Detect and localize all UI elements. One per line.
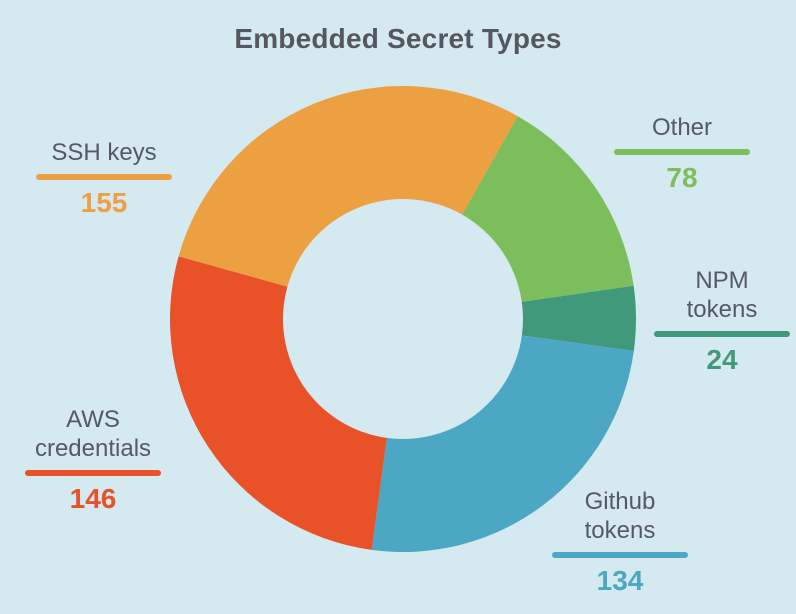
legend-item-aws-credentials: AWS credentials 146: [25, 405, 161, 515]
legend-value: 78: [666, 162, 698, 193]
donut-segment-ssh: [178, 86, 518, 287]
legend-color-bar: [614, 149, 750, 155]
legend-label: SSH keys: [51, 139, 157, 166]
legend-color-bar: [552, 552, 688, 558]
legend-value: 155: [80, 187, 128, 218]
legend-item-npm-tokens: NPM tokens 24: [654, 266, 790, 376]
legend-label: NPM: [695, 267, 749, 294]
legend-label: AWS: [66, 406, 120, 433]
legend-label: tokens: [584, 517, 656, 544]
legend-value: 24: [706, 344, 738, 375]
donut-segment-npm: [521, 285, 636, 351]
legend-color-bar: [36, 174, 172, 180]
legend-label: Github: [584, 488, 656, 515]
legend-color-bar: [25, 470, 161, 476]
legend-color-bar: [654, 331, 790, 337]
legend-label: Other: [651, 114, 713, 141]
donut-segment-aws: [169, 256, 387, 550]
legend-value: 134: [596, 565, 644, 596]
legend-label: tokens: [686, 296, 758, 323]
legend-value: 146: [69, 483, 117, 514]
legend-item-other: Other 78: [614, 113, 750, 194]
donut-segment-github: [371, 335, 634, 553]
legend-label: credentials: [34, 435, 152, 462]
chart-title: Embedded Secret Types: [234, 23, 562, 54]
legend-item-github-tokens: Github tokens 134: [552, 487, 688, 597]
donut-segment-other: [462, 116, 634, 302]
legend-item-ssh-keys: SSH keys 155: [36, 138, 172, 219]
